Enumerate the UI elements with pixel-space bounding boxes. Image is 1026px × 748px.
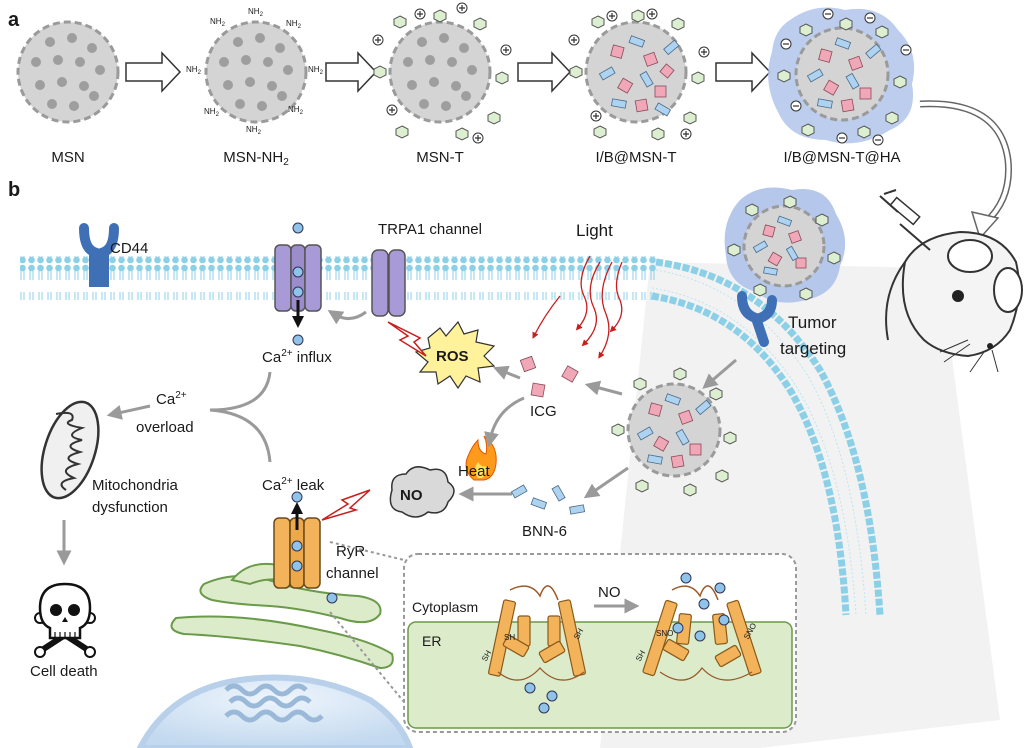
svg-text:NH2: NH2 bbox=[204, 107, 220, 118]
cell-membrane-curved bbox=[651, 258, 884, 616]
svg-text:NH2: NH2 bbox=[210, 17, 226, 28]
cell-death-label: Cell death bbox=[30, 663, 98, 680]
light-label: Light bbox=[576, 221, 613, 240]
overload-to-mito-arrow bbox=[106, 404, 151, 420]
amine-groups: NH2 NH2 NH2 NH2 NH2 NH2 NH2 NH2 bbox=[186, 7, 324, 136]
panel-b-label: b bbox=[8, 179, 20, 201]
no-lightning bbox=[321, 489, 371, 521]
trpa1-channel bbox=[371, 249, 406, 317]
ryr-channel bbox=[273, 491, 338, 604]
panel-a-label: a bbox=[8, 9, 20, 31]
ib-msn-t-particle bbox=[568, 8, 710, 141]
skull-icon bbox=[34, 582, 96, 658]
icg-label: ICG bbox=[530, 403, 557, 420]
inset-cytoplasm-label: Cytoplasm bbox=[412, 599, 478, 615]
inset-calcium-ions bbox=[524, 572, 730, 714]
cd44-receptor bbox=[79, 223, 119, 287]
msn-particle bbox=[16, 20, 120, 124]
svg-text:NH2: NH2 bbox=[246, 125, 262, 136]
mouse-illustration bbox=[879, 189, 1023, 373]
msn-t-particle bbox=[372, 2, 512, 144]
ib-msn-t-ha-label: I/B@MSN-T@HA bbox=[783, 149, 900, 166]
step-arrow-2 bbox=[325, 51, 378, 93]
no-cloud bbox=[389, 466, 455, 518]
light-rays bbox=[532, 255, 623, 359]
trpa1-label: TRPA1 channel bbox=[378, 221, 482, 238]
svg-text:NH2: NH2 bbox=[288, 105, 304, 116]
ib-msn-t-ha-particle bbox=[768, 7, 915, 146]
ryr-nitrosylated-state bbox=[642, 585, 762, 681]
ryr-label-1: RyR bbox=[336, 543, 365, 560]
step-arrow-4 bbox=[715, 51, 772, 93]
np-to-bnn6-arrow bbox=[583, 466, 629, 499]
intracellular-nanoparticle bbox=[611, 367, 737, 497]
bnn6-molecules bbox=[510, 484, 586, 515]
inset-no-label: NO bbox=[598, 584, 621, 601]
sh-label-2: SH bbox=[504, 633, 515, 642]
tumor-targeting-label-1: Tumor bbox=[788, 313, 837, 332]
ryr-reduced-state bbox=[488, 585, 586, 681]
icg-molecules bbox=[519, 355, 579, 398]
targeting-nanoparticle bbox=[724, 187, 846, 303]
step-arrow-1 bbox=[125, 51, 182, 93]
svg-text:NH2: NH2 bbox=[308, 65, 324, 76]
overload-label-2: overload bbox=[136, 419, 194, 436]
step-arrow-3 bbox=[517, 51, 572, 93]
svg-text:NH2: NH2 bbox=[186, 65, 202, 76]
heat-label: Heat bbox=[458, 463, 491, 480]
ryr-label-2: channel bbox=[326, 565, 379, 582]
sno-label-1: SNO bbox=[656, 629, 673, 638]
inset-er-label: ER bbox=[422, 633, 441, 649]
influx-split-arrow bbox=[209, 371, 272, 412]
ca-influx-label: Ca2+ influx bbox=[262, 348, 332, 366]
mito-label-1: Mitochondria bbox=[92, 477, 179, 494]
msn-nh2-particle bbox=[204, 20, 308, 124]
svg-text:NH2: NH2 bbox=[248, 7, 264, 18]
ros-burst bbox=[414, 320, 496, 390]
leak-split-arrow bbox=[209, 408, 272, 463]
ryr-inset bbox=[403, 553, 797, 733]
injection-arrow bbox=[919, 100, 1013, 225]
ca-leak-label: Ca2+ leak bbox=[262, 476, 325, 494]
ros-label: ROS bbox=[436, 348, 469, 365]
msn-t-label: MSN-T bbox=[416, 149, 464, 166]
bnn6-label: BNN-6 bbox=[522, 523, 567, 540]
mito-label-2: dysfunction bbox=[92, 499, 168, 516]
trpa1-to-influx-arrow bbox=[327, 310, 367, 325]
msn-nh2-label: MSN-NH2 bbox=[223, 149, 289, 168]
cell-membrane-horizontal bbox=[20, 256, 656, 300]
calcium-influx-channel bbox=[274, 222, 322, 346]
svg-text:NH2: NH2 bbox=[286, 19, 302, 30]
ros-lightning bbox=[387, 321, 427, 357]
mitochondrion bbox=[40, 400, 100, 500]
uptake-arrow bbox=[702, 358, 737, 389]
np-to-icg-arrow bbox=[584, 380, 623, 396]
zoom-line bbox=[329, 541, 405, 703]
ib-msn-t-label: I/B@MSN-T bbox=[595, 149, 676, 166]
icg-to-heat-arrow bbox=[484, 396, 525, 448]
icg-to-ros-arrow bbox=[493, 365, 521, 380]
overload-label-1: Ca2+ bbox=[156, 390, 187, 408]
msn-label: MSN bbox=[51, 149, 84, 166]
nucleus bbox=[136, 674, 414, 748]
tumor-targeting-label-2: targeting bbox=[780, 339, 846, 358]
membrane-cd44-receptor bbox=[737, 291, 777, 347]
cd44-label: CD44 bbox=[110, 240, 148, 257]
no-label: NO bbox=[400, 487, 423, 504]
